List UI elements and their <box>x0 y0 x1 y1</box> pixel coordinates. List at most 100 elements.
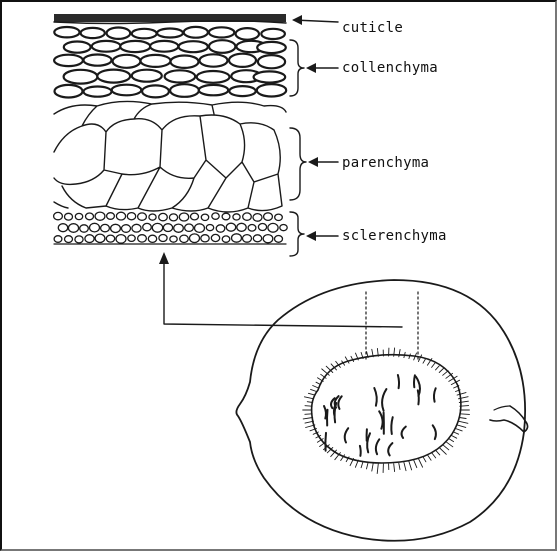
seed-hair <box>423 457 426 462</box>
seed-hair <box>404 462 406 470</box>
braces <box>290 40 306 256</box>
seed-hair <box>454 432 459 434</box>
sclerenchyma-layer <box>54 212 288 243</box>
label-arrows <box>292 15 338 241</box>
collenchyma-layer <box>54 27 286 98</box>
sclerenchyma-cell <box>85 235 94 243</box>
seed-texture <box>324 375 436 456</box>
tissue-section <box>54 14 288 244</box>
seed-hair <box>443 445 449 450</box>
collenchyma-cell <box>261 29 285 39</box>
seed-wrinkle <box>325 433 326 451</box>
collenchyma-cell <box>229 54 256 67</box>
parenchyma-label: parenchyma <box>342 155 429 171</box>
sclerenchyma-cell <box>280 225 287 231</box>
seed-hair <box>303 418 313 419</box>
sclerenchyma-cell <box>253 214 262 222</box>
pointer-arrow <box>159 252 402 327</box>
seed-wrinkle <box>388 443 392 455</box>
sclerenchyma-cell <box>268 223 278 232</box>
seed-hair <box>423 359 426 363</box>
sclerenchyma-cell <box>159 213 168 220</box>
sclerenchyma-cell <box>264 213 273 221</box>
sclerenchyma-cell <box>201 214 208 220</box>
sclerenchyma-cell <box>152 223 162 232</box>
collenchyma-cell <box>142 85 169 97</box>
seed-hair <box>394 464 395 472</box>
seed-hair <box>372 463 373 471</box>
collenchyma-cell <box>170 84 199 97</box>
sclerenchyma-cell <box>201 235 209 242</box>
collenchyma-cell <box>92 41 121 52</box>
sclerenchyma-cell <box>107 213 115 220</box>
sclerenchyma-cell <box>86 213 94 220</box>
collenchyma-cell <box>184 27 208 38</box>
sclerenchyma-cell <box>212 213 219 219</box>
collenchyma-cell <box>254 71 286 82</box>
collenchyma-label: collenchyma <box>342 60 438 76</box>
collenchyma-cell <box>257 42 286 53</box>
collenchyma-cell <box>113 55 141 68</box>
seed-wrinkle <box>374 388 376 406</box>
seed-hair <box>459 418 466 419</box>
seed-hair <box>439 368 444 373</box>
seed-hair <box>427 455 431 460</box>
sclerenchyma-arrow <box>306 231 338 241</box>
sclerenchyma-cell <box>170 236 177 242</box>
sclerenchyma-cell <box>243 213 252 220</box>
sclerenchyma-cell <box>138 235 147 242</box>
seed-hair <box>304 397 313 399</box>
collenchyma-cell <box>55 85 83 98</box>
collenchyma-cell <box>171 56 199 68</box>
collenchyma-cell <box>97 70 130 83</box>
sclerenchyma-cell <box>127 213 135 220</box>
collenchyma-cell <box>229 86 255 96</box>
sclerenchyma-cell <box>216 225 225 232</box>
seed-wrinkle <box>324 406 326 419</box>
sclerenchyma-cell <box>65 213 73 220</box>
sclerenchyma-cell <box>179 213 188 221</box>
seed-hair <box>377 464 378 474</box>
collenchyma-cell <box>209 40 235 53</box>
seed-wrinkle <box>433 425 436 439</box>
sclerenchyma-cell <box>248 225 256 232</box>
sclerenchyma-cell <box>163 224 172 232</box>
seed-wrinkle <box>382 389 386 411</box>
parenchyma-brace <box>290 128 306 200</box>
sclerenchyma-cell <box>263 235 273 243</box>
collenchyma-cell <box>141 55 171 67</box>
sclerenchyma-cell <box>169 214 177 221</box>
sclerenchyma-cell <box>68 224 78 233</box>
collenchyma-cell <box>54 27 79 37</box>
sclerenchyma-cell <box>222 236 230 242</box>
sclerenchyma-cell <box>206 225 213 231</box>
fruit-stalk <box>490 406 528 432</box>
sclerenchyma-cell <box>258 224 266 231</box>
sclerenchyma-cell <box>275 236 283 243</box>
seed-hair <box>457 425 466 428</box>
sclerenchyma-cell <box>90 223 100 232</box>
sclerenchyma-cell <box>185 224 194 231</box>
seed-hair <box>432 453 436 458</box>
collenchyma-cell <box>197 71 230 83</box>
collenchyma-brace <box>290 40 304 96</box>
sclerenchyma-cell <box>95 212 105 220</box>
collenchyma-cell <box>150 41 178 52</box>
sclerenchyma-cell <box>148 235 156 242</box>
parenchyma-layer <box>54 101 286 212</box>
collenchyma-cell <box>112 85 142 96</box>
sclerenchyma-cell <box>65 236 73 243</box>
seed-hair <box>432 363 435 367</box>
collenchyma-cell <box>107 28 131 39</box>
seed-hair <box>418 355 421 362</box>
seed-hair <box>460 414 470 415</box>
sclerenchyma-cell <box>75 236 83 243</box>
sclerenchyma-cell <box>191 213 199 220</box>
collenchyma-cell <box>132 70 162 82</box>
seed-hair <box>439 448 446 455</box>
seed-wrinkle <box>379 411 382 428</box>
cuticle-layer <box>54 14 286 24</box>
seed-hair <box>311 389 317 391</box>
